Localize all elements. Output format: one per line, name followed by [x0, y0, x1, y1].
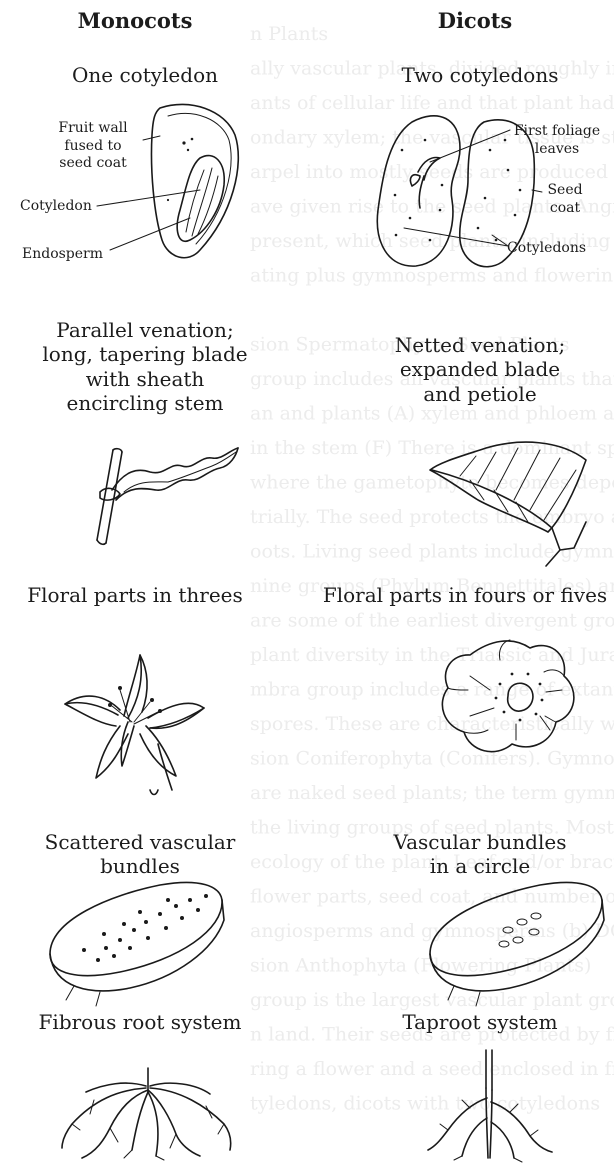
monocot-flower-drawing [65, 655, 204, 795]
monocot-seed-drawing [97, 104, 238, 257]
dicot-stem-drawing [430, 882, 604, 1006]
taproot-drawing [428, 1050, 552, 1162]
dicot-seed-drawing [377, 116, 542, 267]
dicot-leaf-drawing [430, 442, 586, 566]
fibrous-roots-drawing [62, 1068, 231, 1160]
monocot-stem-drawing [50, 882, 224, 1006]
monocot-leaf-drawing [97, 448, 238, 544]
dicot-flower-drawing [442, 640, 574, 752]
